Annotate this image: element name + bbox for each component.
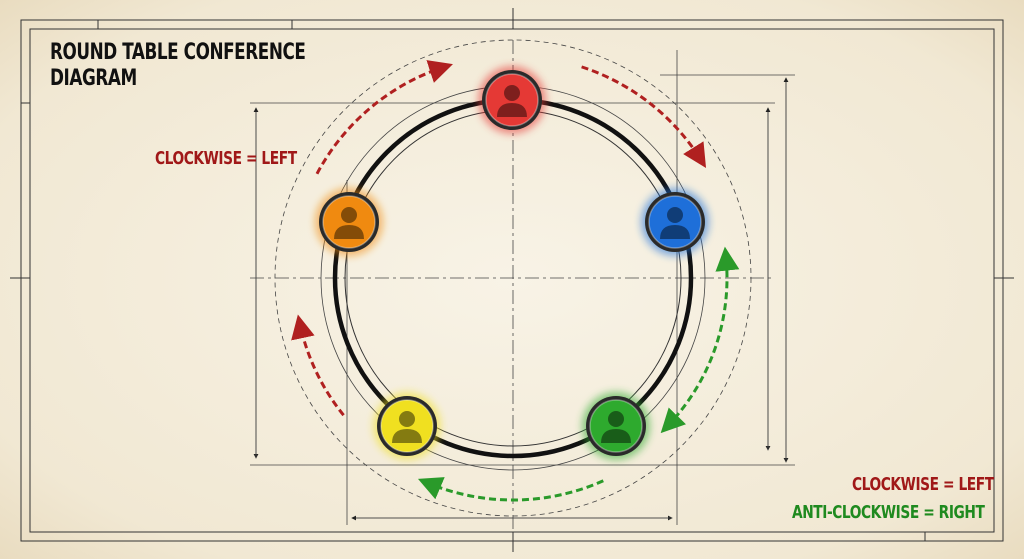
- person-icon: [334, 207, 364, 239]
- participant-bottom-left: [373, 392, 441, 460]
- participant-right: [641, 188, 709, 256]
- title-line-2: DIAGRAM: [50, 66, 137, 91]
- clockwise-arrow-top-right: [581, 65, 707, 168]
- legend-clockwise: CLOCKWISE = LEFT: [852, 474, 994, 495]
- clockwise-arrow-left: [291, 314, 345, 417]
- participant-top: [478, 66, 546, 134]
- clockwise-label: CLOCKWISE = LEFT: [155, 148, 297, 169]
- person-icon: [601, 411, 631, 443]
- rotation-arrows: [291, 60, 740, 502]
- participants: [315, 66, 709, 460]
- person-icon: [660, 207, 690, 239]
- anticlockwise-arrow-bottom: [417, 477, 604, 502]
- title-line-1: ROUND TABLE CONFERENCE: [50, 40, 306, 65]
- person-icon: [392, 411, 422, 443]
- diagram-title: ROUND TABLE CONFERENCE DIAGRAM: [50, 40, 306, 92]
- anticlockwise-arrow-right: [660, 246, 740, 434]
- participant-bottom-right: [582, 392, 650, 460]
- participant-left: [315, 188, 383, 256]
- legend-anticlockwise: ANTI-CLOCKWISE = RIGHT: [791, 502, 984, 523]
- frame: [10, 8, 1014, 552]
- person-icon: [497, 85, 527, 117]
